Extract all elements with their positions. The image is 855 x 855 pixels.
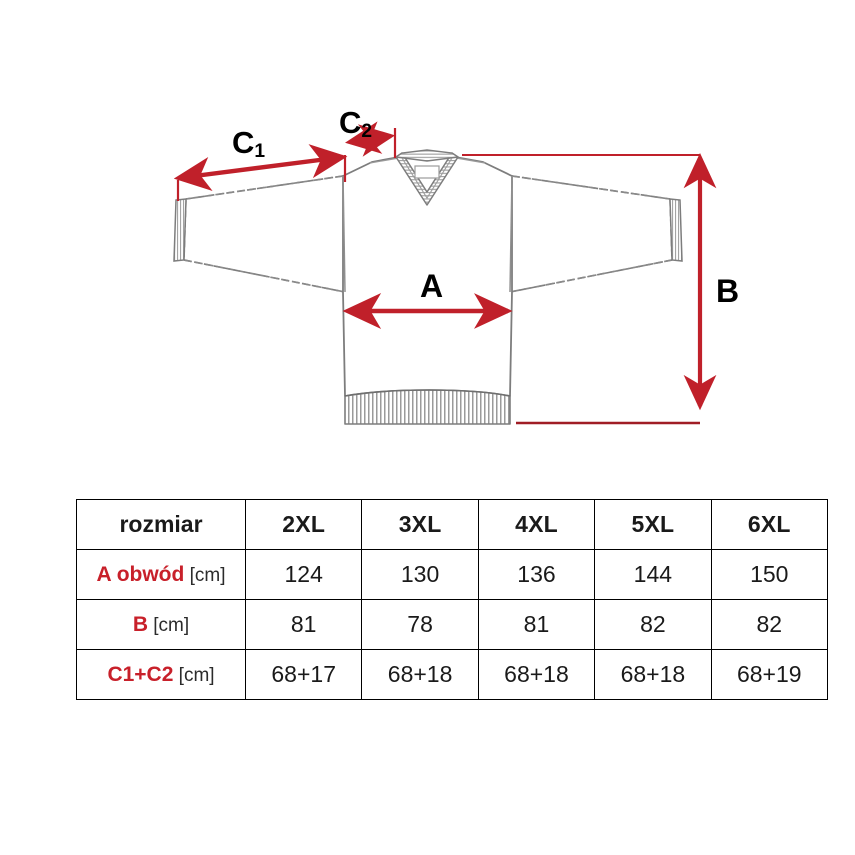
row-key-label: B [132, 612, 148, 636]
row-unit-label: [cm] [148, 614, 190, 636]
table-cell: 82 [710, 599, 829, 650]
measure-label-a: A [420, 268, 444, 304]
table-cell: 68+19 [710, 649, 829, 700]
table-cell: 78 [361, 599, 479, 650]
column-header-3xl: 3XL [361, 499, 479, 550]
column-header-6xl: 6XL [710, 499, 829, 550]
measure-label-c1: C1 [232, 125, 266, 163]
garment-body-shape [173, 149, 683, 425]
garment-diagram: C1 C2 A B [173, 105, 740, 425]
row-header-aobwd: A obwód [cm] [76, 549, 246, 600]
row-header-b: B [cm] [76, 599, 246, 650]
measure-c2-arrow [345, 121, 397, 158]
garment-illustration [173, 121, 717, 425]
table-cell: 136 [477, 549, 596, 600]
table-cell: 82 [594, 599, 712, 650]
measure-label-b: B [716, 273, 740, 309]
measure-label-c2: C2 [339, 105, 373, 143]
table-cell: 81 [244, 599, 363, 650]
row-key-label: A obwód [96, 562, 185, 586]
row-unit-label: [cm] [173, 664, 215, 686]
column-header-5xl: 5XL [594, 499, 712, 550]
row-key-label: C1+C2 [107, 662, 174, 686]
table-cell: 68+18 [361, 649, 479, 700]
measure-c1-arrow [173, 144, 348, 201]
row-header-c1+c2: C1+C2 [cm] [76, 649, 246, 700]
column-header-4xl: 4XL [477, 499, 596, 550]
table-cell: 68+17 [244, 649, 363, 700]
measure-b-arrow [462, 152, 717, 425]
table-cell: 144 [594, 549, 712, 600]
table-cell: 124 [244, 549, 363, 600]
table-cell: 81 [477, 599, 596, 650]
table-cell: 68+18 [477, 649, 596, 700]
table-corner-label: rozmiar [76, 499, 246, 550]
column-header-2xl: 2XL [244, 499, 363, 550]
table-cell: 130 [361, 549, 479, 600]
table-cell: 150 [710, 549, 829, 600]
row-unit-label: [cm] [184, 564, 226, 586]
table-cell: 68+18 [594, 649, 712, 700]
